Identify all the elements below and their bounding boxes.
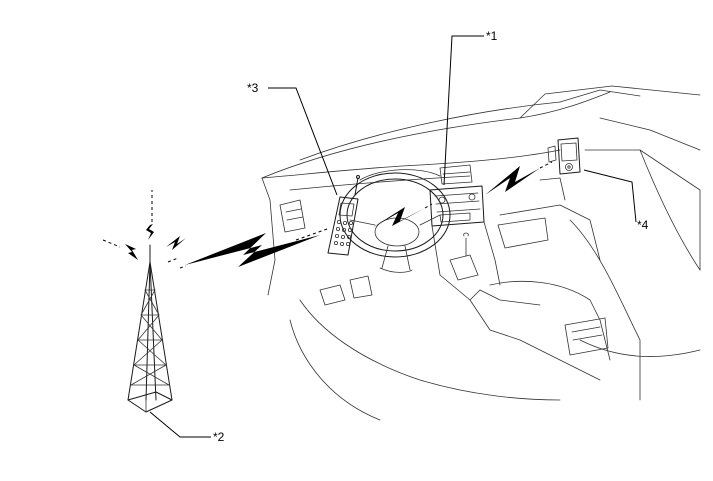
audio-head-unit (429, 185, 485, 227)
portable-player (547, 137, 581, 175)
cellular-phone (327, 175, 360, 256)
signal-bolt-tower-phone (185, 233, 320, 267)
wireless-links (179, 161, 553, 269)
callout-leaders (149, 35, 637, 438)
car-interior (261, 85, 701, 421)
signal-bolt-phone-unit (372, 207, 425, 228)
signal-bolt-unit-player (485, 166, 540, 195)
phone-keypad (333, 219, 353, 246)
callout-1-label: *1 (486, 29, 498, 43)
radio-tower (102, 190, 186, 413)
callout-2-label: *2 (213, 430, 225, 444)
callout-4-label: *4 (637, 218, 649, 232)
callout-3-label: *3 (247, 81, 259, 95)
